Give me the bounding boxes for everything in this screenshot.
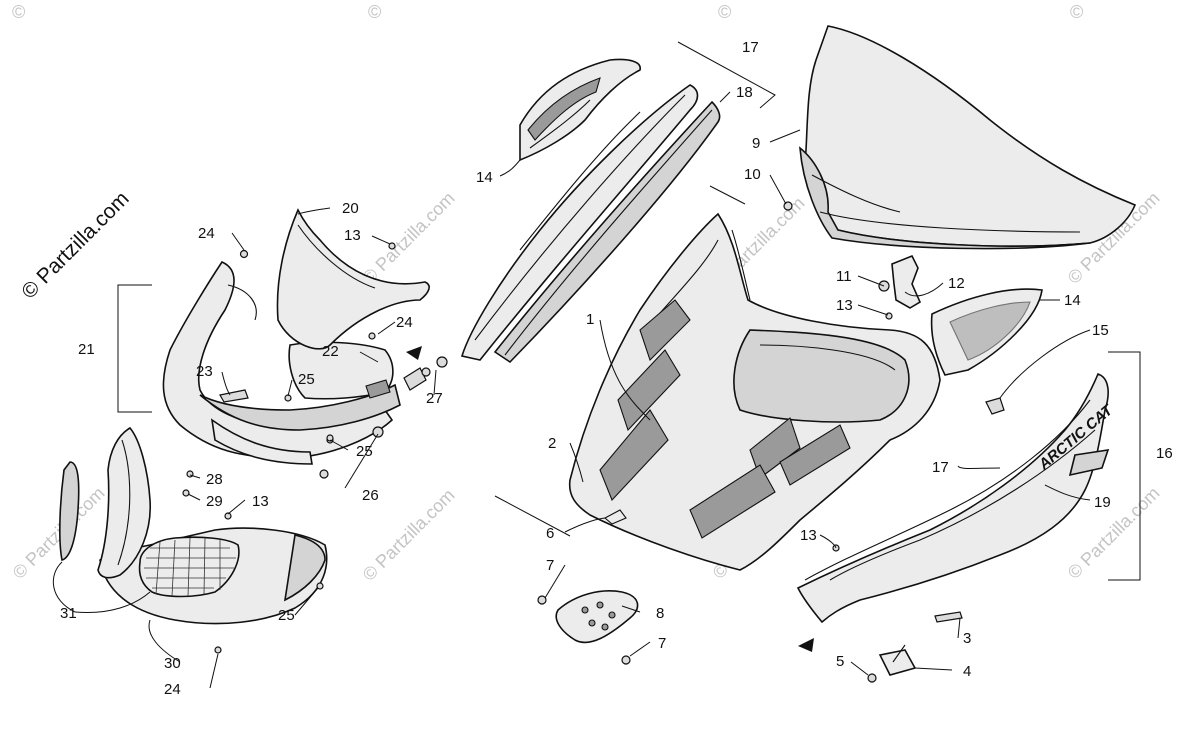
callout-8: 8 <box>656 605 664 622</box>
watermark-corner: © <box>368 2 381 22</box>
direction-arrow <box>798 638 814 652</box>
grommet <box>421 367 431 377</box>
foam-strip <box>493 100 721 364</box>
callout-11: 11 <box>836 268 852 285</box>
upper-fairing <box>276 208 430 350</box>
bracket-21 <box>117 284 152 413</box>
callout-1: 1 <box>586 311 594 328</box>
callout-20: 20 <box>342 200 359 217</box>
callout-24: 24 <box>198 225 215 242</box>
callout-6: 6 <box>546 525 554 542</box>
grommet <box>436 356 448 368</box>
watermark-corner: © <box>1070 2 1083 22</box>
callout-12: 12 <box>948 275 965 292</box>
screw-hardware <box>239 249 249 259</box>
nut-hardware <box>326 434 334 442</box>
callout-13: 13 <box>836 297 853 314</box>
watermark-main: © Partzilla.com <box>17 187 133 303</box>
direction-arrow <box>406 346 422 360</box>
callout-10: 10 <box>744 166 761 183</box>
bracket-1 <box>709 185 746 205</box>
watermark-corner: © <box>12 2 25 22</box>
callout-15: 15 <box>1092 322 1109 339</box>
callout-26: 26 <box>362 487 379 504</box>
callout-25: 25 <box>278 607 295 624</box>
watermark-repeat: © Partzilla.com <box>359 188 459 288</box>
callout-7: 7 <box>546 557 554 574</box>
windshield-bracket <box>878 254 922 320</box>
callout-labels: 1 2 3 4 5 6 7 7 8 9 10 11 12 13 13 13 13… <box>60 39 1173 698</box>
nut-hardware <box>372 426 384 438</box>
skid-plate <box>537 590 639 665</box>
callout-9: 9 <box>752 135 760 152</box>
screw-hardware <box>182 489 190 497</box>
callout-29: 29 <box>206 493 223 510</box>
callout-13: 13 <box>252 493 269 510</box>
bottom-bracket <box>867 611 963 683</box>
callout-18: 18 <box>736 84 753 101</box>
push-rivet <box>985 397 1005 415</box>
callout-22: 22 <box>322 343 339 360</box>
callout-2: 2 <box>548 435 556 452</box>
bracket-hardware <box>403 367 427 391</box>
hood-part <box>568 212 941 571</box>
bracket-1-lower <box>494 495 571 537</box>
screw-hardware <box>388 242 396 250</box>
grille-part <box>138 536 240 598</box>
upper-trim-left <box>519 58 641 162</box>
callout-5: 5 <box>836 653 844 670</box>
callout-24: 24 <box>164 681 181 698</box>
callout-14: 14 <box>1064 292 1081 309</box>
nut-hardware <box>319 469 329 479</box>
side-vent-right <box>930 288 1043 376</box>
watermark-corner: © <box>718 2 731 22</box>
callout-19: 19 <box>1094 494 1111 511</box>
callout-23: 23 <box>196 363 213 380</box>
screw-hardware <box>224 512 232 520</box>
callout-4: 4 <box>963 663 971 680</box>
bracket-16 <box>1108 351 1141 581</box>
bracket-17 <box>677 41 776 109</box>
leader-lines <box>52 91 1091 689</box>
side-vent-left <box>59 426 151 579</box>
callout-3: 3 <box>963 630 971 647</box>
callout-21: 21 <box>78 341 95 358</box>
callout-17: 17 <box>742 39 759 56</box>
callout-25: 25 <box>298 371 315 388</box>
watermark-repeat: © Partzilla.com <box>9 483 109 583</box>
callout-14: 14 <box>476 169 493 186</box>
callout-13: 13 <box>800 527 817 544</box>
screw-hardware <box>316 582 324 590</box>
side-rail-left <box>460 84 699 361</box>
callout-7: 7 <box>658 635 666 652</box>
callout-25: 25 <box>356 443 373 460</box>
nose-cone <box>162 260 401 465</box>
callout-31: 31 <box>60 605 77 622</box>
windshield-part <box>799 25 1137 250</box>
callout-16: 16 <box>1156 445 1173 462</box>
callout-30: 30 <box>164 655 181 672</box>
callout-13: 13 <box>344 227 361 244</box>
callout-27: 27 <box>426 390 443 407</box>
screw-hardware <box>214 646 222 654</box>
callout-24: 24 <box>396 314 413 331</box>
callout-17: 17 <box>932 459 949 476</box>
callout-28: 28 <box>206 471 223 488</box>
